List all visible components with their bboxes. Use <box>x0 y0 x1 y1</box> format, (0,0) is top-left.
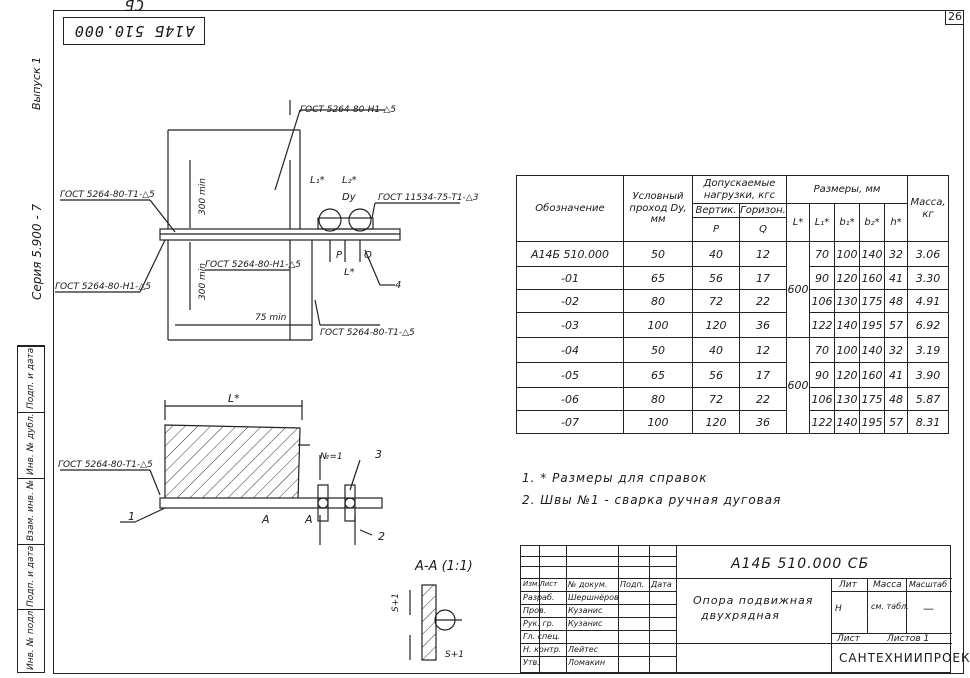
tb-name: Ломакин <box>568 658 606 667</box>
tb-date: Дата <box>651 580 672 589</box>
titleblock-sheet: Лист <box>837 634 860 644</box>
titleblock-scale-value: — <box>923 602 934 615</box>
strip-cell: Инв. № дубл. <box>18 412 44 478</box>
titleblock-lit: Лит <box>839 580 857 590</box>
header-l1: L₁* <box>809 203 835 242</box>
weld-callout-mid: ГОСТ 5264-80-Н1-△5 <box>205 260 301 270</box>
dim-300-bottom: 300 min <box>198 263 208 300</box>
dim-l-plan: L* <box>228 392 240 405</box>
dim-75: 75 min <box>255 313 287 323</box>
position-4: 4 <box>395 280 401 291</box>
titleblock-org: САНТЕХНИИПРОЕКТ <box>839 651 970 665</box>
left-stamp-strip: Подп. и дата Инв. № дубл. Взам. инв. № П… <box>17 345 45 673</box>
tb-sig: Подп. <box>620 580 645 589</box>
note-2: 2. Швы №1 - сварка ручная дуговая <box>522 493 782 507</box>
header-q: Q <box>739 217 787 242</box>
header-mass: Масса, кг <box>907 175 949 242</box>
header-bore: Условный проход Dy, мм <box>623 175 693 242</box>
note-1: 1. * Размеры для справок <box>522 471 708 485</box>
sheet-number: 26 <box>945 10 964 25</box>
label-q: Q <box>364 250 372 261</box>
plan-view <box>60 400 383 545</box>
weld-callout-lowleft: ГОСТ 5264-80-Н1-△5 <box>55 282 151 292</box>
titleblock-name-2: двухрядная <box>701 609 780 622</box>
specification-table: Обозначение Условный проход Dy, мм Допус… <box>516 175 949 434</box>
position-2: 2 <box>378 530 385 543</box>
titleblock-name-1: Опора подвижная <box>693 594 814 607</box>
tb-name: Шершнёров <box>568 593 619 602</box>
titleblock-code: А14Б 510.000 СБ <box>731 556 870 572</box>
tb-name: Кузанис <box>568 606 603 615</box>
dim-s2: S+1 <box>445 650 464 660</box>
section-title: А-А (1:1) <box>414 559 473 574</box>
titleblock-lit-value: Н <box>835 604 842 614</box>
dim-l1: L₁* <box>310 175 325 186</box>
l-group-2: 600 <box>786 337 810 434</box>
titleblock-mass: Масса <box>873 580 902 590</box>
tb-role: Изм.Лист <box>523 580 558 588</box>
drawing-frame <box>53 10 964 674</box>
weld-callout-plan: ГОСТ 5264-80-Т1-△5 <box>58 460 153 470</box>
header-h: h* <box>884 203 908 242</box>
tb-role: Н. контр. <box>523 645 562 654</box>
tb-role: Разраб. <box>523 593 555 602</box>
header-l: L* <box>786 203 810 242</box>
header-horiz: Горизон. <box>739 203 787 218</box>
dim-l2: L₂* <box>342 175 357 186</box>
position-3: 3 <box>375 448 382 461</box>
section-mark-a1: A <box>261 513 270 526</box>
tb-role: Рук. гр. <box>523 619 555 628</box>
tb-role: Пров. <box>523 606 547 615</box>
weld-callout-bottom: ГОСТ 5264-80-Т1-△5 <box>320 328 415 338</box>
position-1: 1 <box>128 510 135 523</box>
dim-l: L* <box>344 267 355 278</box>
dim-s1: S+1 <box>391 593 401 612</box>
strip-cell: Подп. и дата <box>18 346 44 412</box>
titleblock-scale: Масштаб <box>909 580 948 589</box>
title-block: А14Б 510.000 СБ Опора подвижная двухрядн… <box>520 545 970 673</box>
strip-cell: Взам. инв. № <box>18 478 44 544</box>
elevation-view <box>55 100 460 341</box>
weld-number: №=1 <box>319 452 343 462</box>
section-mark-a2: A <box>304 513 313 526</box>
header-sizes: Размеры, мм <box>786 175 908 204</box>
tb-name: № докум. <box>568 580 608 589</box>
titleblock-sheets: Листов 1 <box>887 634 930 644</box>
header-p: P <box>692 217 740 242</box>
l-group-1: 600 <box>786 241 810 338</box>
tb-name: Кузанис <box>568 619 603 628</box>
header-vert: Вертик. <box>692 203 740 218</box>
strip-cell: Подп. и дата <box>18 544 44 609</box>
header-designation: Обозначение <box>516 175 624 242</box>
dim-300-top: 300 min <box>198 178 208 215</box>
weld-callout-left: ГОСТ 5264-80-Т1-△5 <box>60 190 155 200</box>
weld-callout-right: ГОСТ 11534-75-Т1-△3 <box>378 193 479 203</box>
header-b2: b₂* <box>859 203 885 242</box>
tb-role: Гл. спец. <box>523 632 561 641</box>
tb-name: Лейтес <box>568 645 599 654</box>
tb-role: Утв. <box>523 658 540 667</box>
header-loads: Допускаемые нагрузки, кгс <box>692 175 787 204</box>
dim-dy: Dy <box>342 192 357 203</box>
section-a-a <box>409 584 462 661</box>
drawing-notes: 1. * Размеры для справок 2. Швы №1 - сва… <box>522 467 781 511</box>
strip-cell: Инв. № подл. <box>18 608 44 673</box>
weld-callout-top: ГОСТ 5264-80-Н1-△5 <box>300 105 396 115</box>
label-p: P <box>336 250 343 261</box>
header-b1: b₁* <box>834 203 860 242</box>
titleblock-mass-value: см. табл. <box>871 602 909 611</box>
